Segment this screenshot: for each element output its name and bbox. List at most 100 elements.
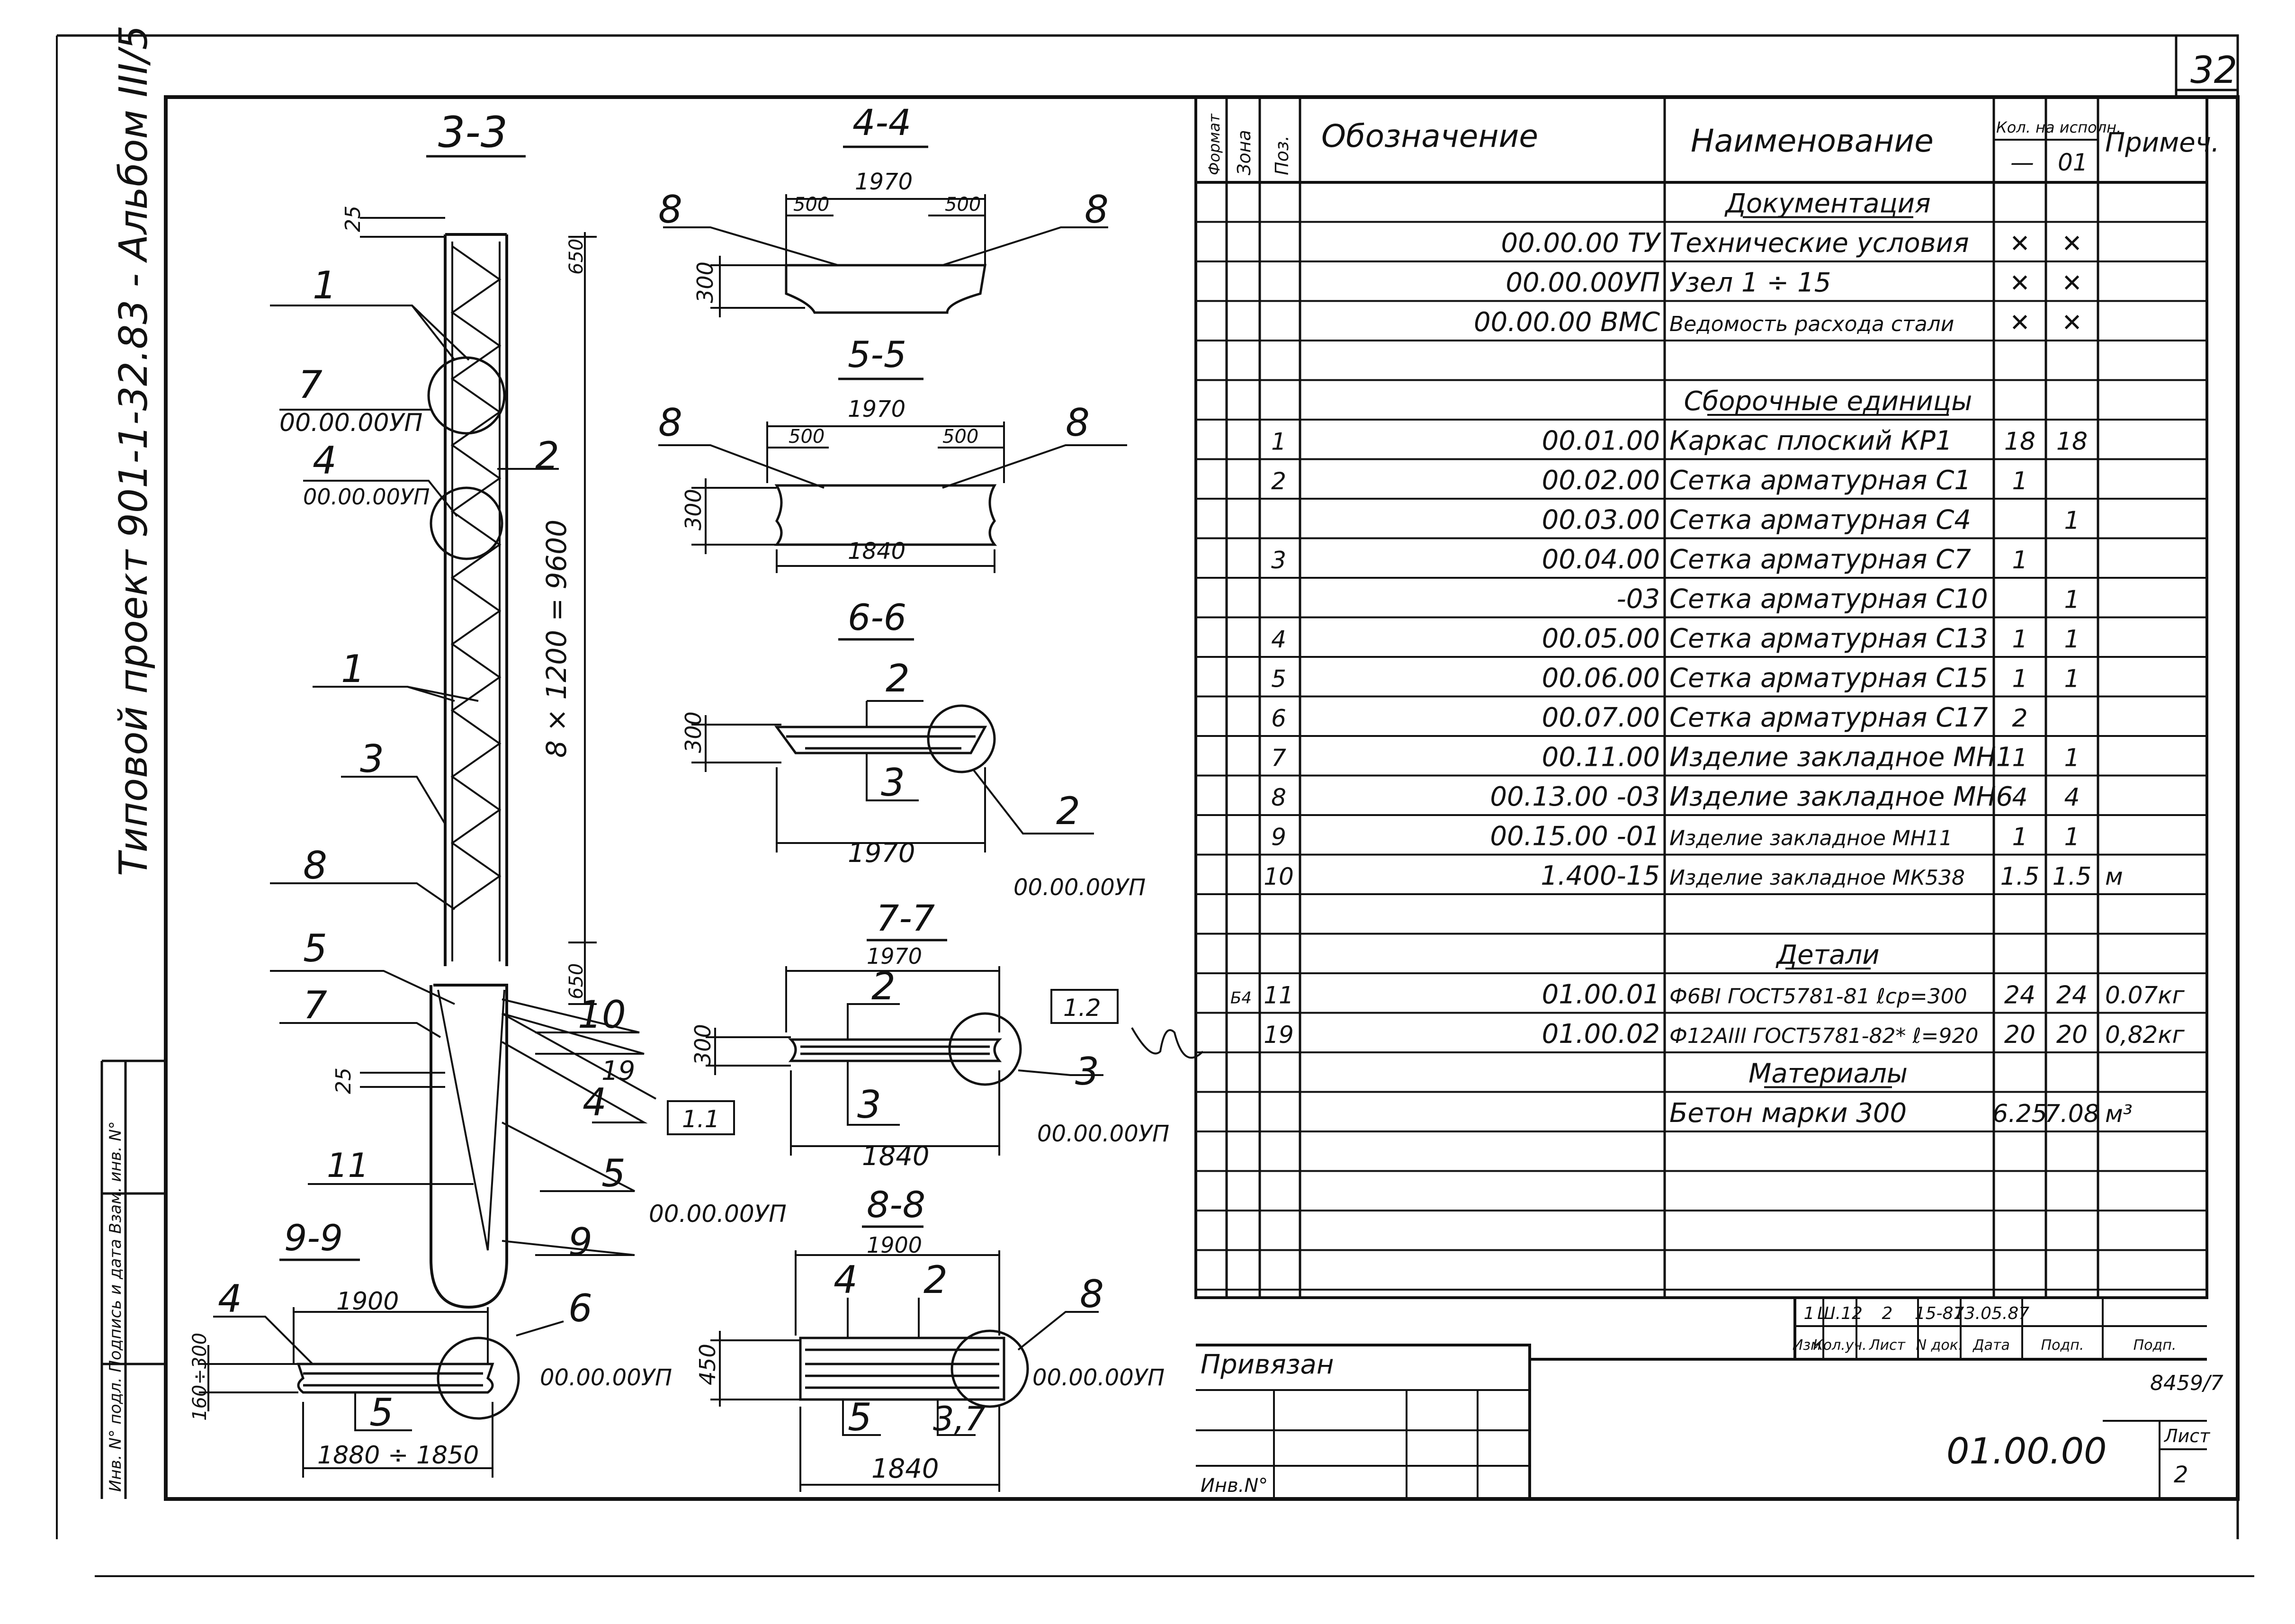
section-5-5-title: 5-5 [848,333,906,376]
spec-cell-a: ✕ [2009,309,2030,337]
s55-label-right: 8 [1066,401,1090,445]
dim-650-top: 650 [565,239,587,275]
spec-cell-b: 4 [2064,783,2080,812]
hdr-qty: Кол. на исполн. [1996,118,2121,136]
s44-d500b: 500 [945,194,981,215]
spec-cell-a: 24 [2004,981,2035,1010]
s88-height: 450 [695,1344,720,1385]
dim-25-bot: 25 [332,1068,356,1094]
spec-cell-a: 2 [2012,704,2027,733]
section-6-6: 6-6 300 2 3 1970 2 00.00.00УП [681,596,1146,901]
spec-cell-des: 00.04.00 [1542,544,1660,575]
s77-ref: 00.00.00УП [1037,1121,1169,1147]
spec-cell-des: 00.00.00 ТУ [1501,228,1661,259]
s55-label-left: 8 [658,401,682,445]
spec-cell-name: Ведомость расхода стали [1669,312,1954,336]
label-5a: 5 [303,926,327,970]
spec-cell-name: Сборочные единицы [1684,386,1972,417]
s88-label-8: 8 [1080,1272,1104,1316]
spec-cell-pos: 9 [1271,824,1286,851]
spec-cell-des: 00.15.00 -01 [1490,821,1660,852]
sheet-number: 32 [2190,49,2237,92]
spec-cell-name: Сетка арматурная С4 [1669,505,1971,536]
spec-cell-name: Изделие закладное МН6 [1669,781,2013,812]
label-9: 9 [568,1220,592,1264]
spec-cell-name: Сетка арматурная С17 [1669,702,1988,733]
spec-cell-note: м³ [2105,1100,2133,1128]
spec-cell-des: 01.00.01 [1542,979,1660,1010]
spec-cell-des: 00.05.00 [1542,623,1660,654]
hdr-name: Наименование [1691,123,1934,159]
rev-header-cell: Подп. [2134,1337,2177,1354]
s44-width: 1970 [855,169,913,195]
label-5b: 5 [601,1151,626,1195]
spec-cell-a: ✕ [2009,230,2030,258]
s66-height: 300 [681,711,706,753]
spec-cell-des: -03 [1617,584,1660,615]
s55-d500a: 500 [789,426,825,448]
s66-label-2b: 2 [1056,789,1080,833]
spec-cell-a: 1.5 [2000,862,2040,891]
spec-cell-name: Ф6ВI ГОСТ5781-81 ℓср=300 [1669,985,1967,1009]
s55-inner: 1840 [848,538,905,565]
section-4-4-title: 4-4 [852,101,911,144]
spec-cell-b: 1 [2064,507,2080,535]
s55-width: 1970 [848,396,905,422]
spec-cell-name: Документация [1724,188,1930,219]
s88-width: 1900 [867,1232,922,1258]
spec-row: 00.00.00 ВМС Ведомость расхода стали ✕ ✕ [1196,307,2207,341]
hdr-qty-a: — [2010,149,2034,176]
s99-label-6: 6 [568,1286,592,1330]
section-7-7: 7-7 1970 2 300 3 1840 3 1.2 00.00.00УП [690,897,1204,1172]
spec-cell-name: Детали [1775,940,1879,970]
spec-cell-pos: 19 [1264,1021,1294,1049]
section-7-7-title: 7-7 [876,897,935,939]
s44-label-left: 8 [658,188,682,232]
spec-cell-b: ✕ [2062,309,2082,337]
spec-cell-b: 1 [2064,823,2080,852]
spec-cell-b: 7.08 [2044,1100,2099,1128]
spec-row: Документация [1196,188,2207,223]
rev-cell: Ш.12 [1817,1304,1863,1323]
s88-inner: 1840 [871,1454,939,1484]
label-1a: 1 [313,263,337,307]
ref-bottom: 00.00.00УП [649,1200,787,1228]
spec-cell-pos: 1 [1271,428,1286,456]
section-9-9-title: 9-9 [284,1217,343,1259]
s44-label-right: 8 [1085,188,1109,232]
s88-ref: 00.00.00УП [1032,1364,1165,1391]
rev-header-cell: Лист [1869,1337,1906,1354]
spec-cell-name: Сетка арматурная С10 [1669,584,1988,615]
section-5-5: 5-5 1970 500 500 300 1840 8 8 [658,333,1127,573]
label-2: 2 [535,434,559,478]
spec-cell-pos: 10 [1264,863,1294,890]
spec-cell-des: 00.07.00 [1542,702,1660,733]
spec-cell-b: 18 [2056,428,2088,456]
label-11: 11 [327,1146,369,1185]
spec-cell-des: 00.00.00 ВМС [1474,307,1660,338]
dim-650-bot: 650 [565,963,587,999]
ref-4: 4 [313,439,337,483]
s88-label-4: 4 [834,1258,858,1302]
s55-d500b: 500 [942,426,978,448]
spec-cell-b: 1 [2064,586,2080,614]
spec-cell-a: 1 [2012,467,2027,495]
rev-header-cell: Кол.уч. [1813,1337,1866,1354]
section-6-6-title: 6-6 [848,596,906,638]
s66-width: 1970 [848,838,915,869]
s99-ref: 00.00.00УП [540,1364,672,1391]
hdr-format: Формат [1205,113,1223,175]
rev-cell: 2 [1882,1304,1893,1323]
s88-label-37: 3,7 [933,1400,986,1438]
label-1b: 1 [341,647,365,691]
spec-cell-b: 1 [2064,665,2080,693]
